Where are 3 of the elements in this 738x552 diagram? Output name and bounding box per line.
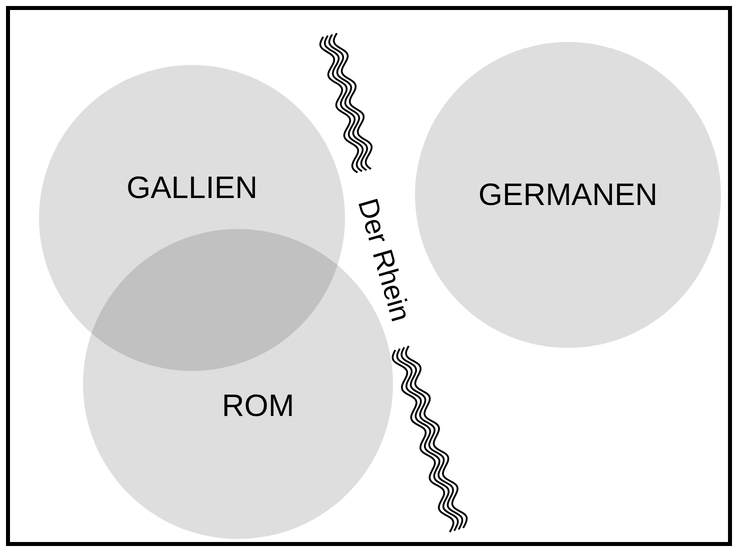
region-label: GALLIEN — [126, 168, 258, 207]
region-label: ROM — [222, 386, 294, 425]
region-label: GERMANEN — [478, 176, 658, 214]
